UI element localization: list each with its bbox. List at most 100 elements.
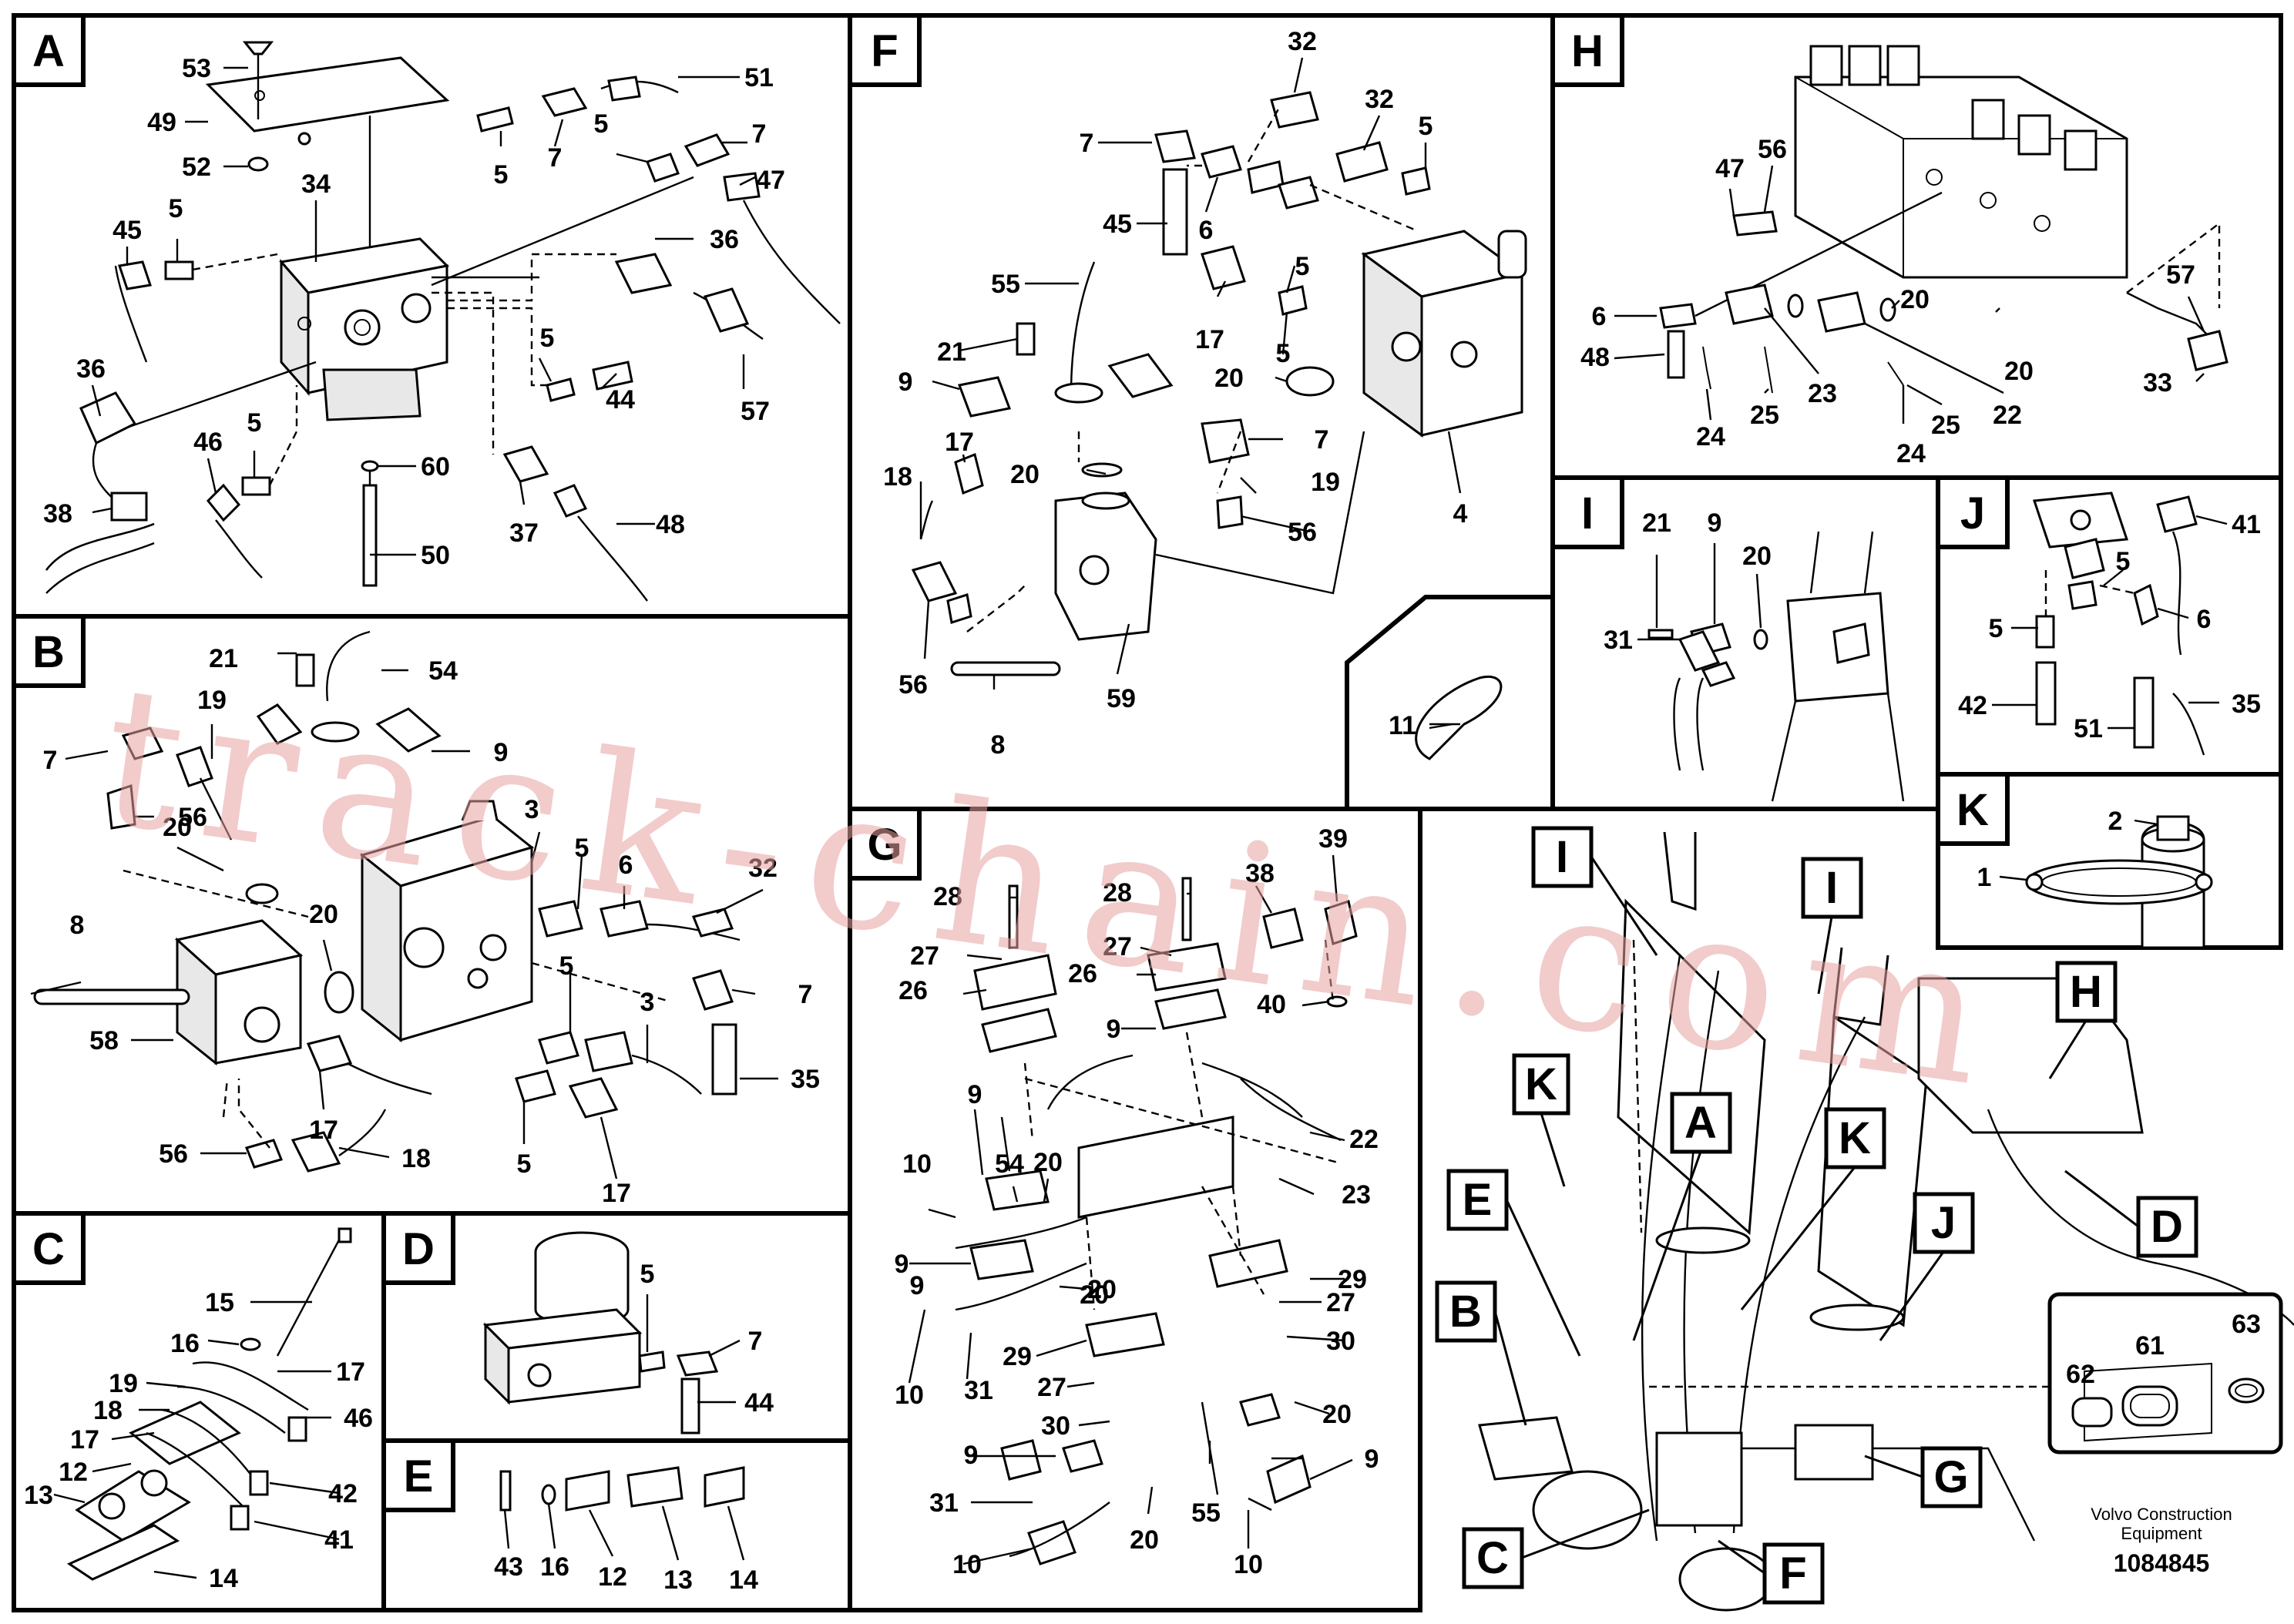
label-e-13: 13 bbox=[663, 1565, 693, 1595]
bolt-15 bbox=[338, 1227, 352, 1243]
fitting-6-b bbox=[600, 900, 649, 938]
label-b-9: 9 bbox=[494, 738, 509, 767]
callout-k-right: K bbox=[1839, 1113, 1871, 1163]
panel-j-labels: 41 5 5 6 42 51 35 bbox=[1958, 510, 2261, 743]
label-h-56: 56 bbox=[1758, 135, 1787, 164]
label-f-17b: 17 bbox=[945, 428, 974, 457]
fitting-32-b bbox=[691, 908, 734, 938]
elbow-46 bbox=[206, 483, 241, 522]
label-a-5c: 5 bbox=[169, 194, 183, 223]
overview-valve-g bbox=[1794, 1424, 1874, 1481]
fitting-31-i bbox=[1678, 630, 1721, 672]
panel-e-labels: 43 16 12 13 14 bbox=[494, 1552, 758, 1595]
label-d-7: 7 bbox=[748, 1327, 763, 1356]
panel-k-labels: 2 1 bbox=[1977, 807, 2123, 892]
elbow-36-left bbox=[79, 391, 137, 445]
label-g-31b: 31 bbox=[929, 1488, 959, 1518]
label-f-7b: 7 bbox=[1315, 425, 1329, 455]
mounting-plate bbox=[205, 56, 450, 133]
bolt-50 bbox=[362, 484, 378, 587]
overview-wheel-left bbox=[1532, 1470, 1643, 1550]
label-f-7a: 7 bbox=[1080, 129, 1094, 158]
hose-45 bbox=[1162, 168, 1188, 256]
label-b-17b: 17 bbox=[602, 1179, 631, 1208]
label-a-34: 34 bbox=[301, 169, 331, 199]
washer-16 bbox=[240, 1337, 261, 1351]
label-f-5b: 5 bbox=[1295, 252, 1310, 281]
label-h-20b: 20 bbox=[2004, 357, 2034, 386]
label-g-28a: 28 bbox=[933, 882, 962, 911]
o-ring-20 bbox=[324, 971, 354, 1014]
label-b-58: 58 bbox=[89, 1026, 119, 1055]
elbow-j bbox=[2156, 495, 2198, 533]
label-f-6: 6 bbox=[1199, 216, 1214, 245]
callout-i-left: I bbox=[1556, 832, 1568, 882]
label-a-52: 52 bbox=[182, 153, 211, 182]
label-c-41: 41 bbox=[324, 1525, 354, 1555]
label-g-38: 38 bbox=[1245, 859, 1275, 888]
label-f-18: 18 bbox=[883, 462, 912, 492]
callout-b: B bbox=[1449, 1287, 1482, 1337]
plate-14 bbox=[66, 1524, 180, 1581]
elbow-7-f2 bbox=[1201, 418, 1250, 464]
label-b-32: 32 bbox=[748, 854, 778, 883]
label-b-54: 54 bbox=[428, 656, 458, 686]
elbow-7-f bbox=[1154, 129, 1196, 163]
label-a-38: 38 bbox=[43, 499, 72, 528]
label-a-50: 50 bbox=[421, 541, 450, 570]
clamp-29-g2 bbox=[1208, 1239, 1288, 1288]
screw-21-f bbox=[1016, 322, 1036, 356]
label-e-16: 16 bbox=[540, 1552, 569, 1582]
label-f-20a: 20 bbox=[1214, 364, 1244, 393]
label-g-30b: 30 bbox=[1041, 1411, 1070, 1441]
label-h-25a: 25 bbox=[1750, 401, 1779, 430]
label-b-3b: 3 bbox=[640, 988, 655, 1017]
clamp-half-9-f bbox=[957, 376, 1012, 418]
plate-14-e bbox=[704, 1466, 745, 1508]
screw-21-b bbox=[295, 653, 315, 687]
watermark-text: track-chain.com bbox=[89, 643, 2020, 1132]
label-a-46: 46 bbox=[193, 428, 223, 457]
screw-21-i bbox=[1647, 629, 1674, 639]
label-g-55: 55 bbox=[1191, 1498, 1221, 1528]
fitting-32-f bbox=[1270, 91, 1319, 129]
label-b-8: 8 bbox=[70, 911, 85, 940]
label-f-56a: 56 bbox=[1288, 518, 1317, 547]
fitting-17-c bbox=[306, 1035, 353, 1072]
label-i-31: 31 bbox=[1604, 626, 1633, 655]
elbow-38 bbox=[1262, 908, 1304, 949]
hose-48-h bbox=[1667, 330, 1685, 379]
panel-g-drawing bbox=[955, 877, 1358, 1565]
panel-d-labels: 5 7 44 bbox=[640, 1260, 774, 1418]
label-j-35: 35 bbox=[2232, 690, 2261, 719]
label-e-14: 14 bbox=[729, 1565, 758, 1595]
label-a-53: 53 bbox=[182, 54, 211, 83]
label-a-60: 60 bbox=[421, 452, 450, 481]
clamp-block-g bbox=[1077, 1116, 1234, 1219]
label-63: 63 bbox=[2232, 1310, 2261, 1339]
hose-51 bbox=[2133, 676, 2155, 749]
bolt-28-right bbox=[1181, 877, 1192, 941]
label-g-20e: 20 bbox=[1130, 1525, 1159, 1555]
panel-c-tag: C bbox=[32, 1224, 65, 1274]
fitting-32-f2 bbox=[1335, 141, 1389, 183]
clamp-29-g bbox=[1085, 1312, 1165, 1357]
elbow-6-h bbox=[1659, 303, 1697, 329]
panel-j-drawing bbox=[2032, 492, 2205, 756]
label-h-47: 47 bbox=[1715, 154, 1745, 183]
label-b-5b: 5 bbox=[559, 951, 574, 981]
title-block: Volvo Construction Equipment 1084845 bbox=[2091, 1505, 2232, 1577]
label-g-28b: 28 bbox=[1103, 878, 1132, 908]
label-f-56b: 56 bbox=[898, 670, 928, 700]
label-g-29a: 29 bbox=[1338, 1265, 1367, 1294]
label-h-24a: 24 bbox=[1696, 422, 1725, 451]
label-f-9: 9 bbox=[898, 367, 913, 397]
label-j-5b: 5 bbox=[1989, 614, 2003, 643]
label-j-51: 51 bbox=[2074, 714, 2103, 743]
panel-a-labels: 53 49 52 34 51 5 7 5 7 47 45 5 36 36 5 4… bbox=[43, 54, 785, 570]
panel-frames bbox=[12, 13, 2283, 1612]
panel-d-drawing bbox=[482, 1231, 719, 1434]
leader-lines bbox=[30, 57, 2228, 1579]
hose-44-d bbox=[680, 1377, 700, 1434]
panel-g-labels: 39 28 28 38 27 27 26 26 40 9 9 22 10 54 … bbox=[895, 824, 1379, 1579]
